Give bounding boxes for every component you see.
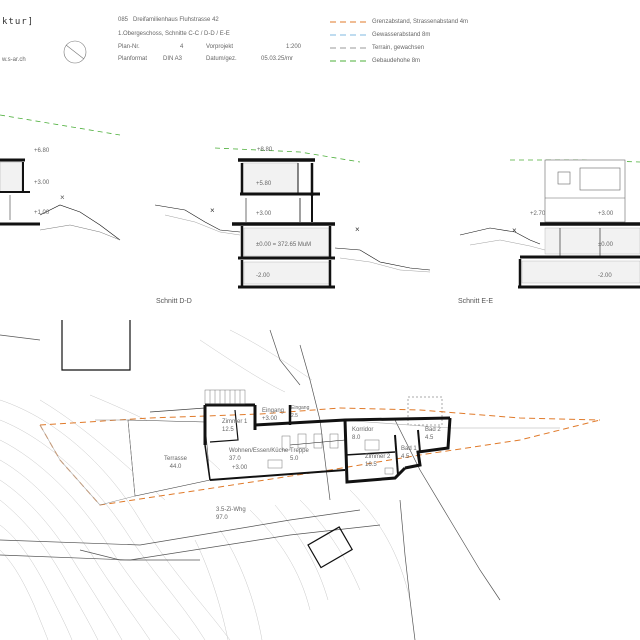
phase-label: Vorprojekt (206, 44, 234, 50)
project-number: 085 (118, 17, 129, 23)
floor-plan-walls (203, 403, 452, 484)
entrance-label: Eingang (262, 408, 285, 414)
legend-lines (330, 21, 370, 62)
neighbor-shed (307, 526, 353, 569)
project-title: Dreifamilienhaus Fluhstrasse 42 (133, 17, 219, 23)
format-value: DIN A3 (163, 56, 183, 62)
level-label: +3.00 (232, 465, 248, 471)
section-e-e: × (459, 159, 640, 289)
level-label: +1.00 (34, 210, 50, 216)
svg-text:×: × (512, 226, 517, 235)
format-label: Planformat (118, 56, 148, 62)
legend-label-boundary: Grenzabstand, Strassenabstand 4m (372, 19, 469, 25)
terrain-contours (0, 329, 411, 640)
legend-label-height: Gebaudehohe 8m (372, 58, 421, 64)
section-caption-e: Schnitt E-E (458, 298, 494, 305)
plan-nr-value: 4 (180, 44, 184, 50)
plan-nr-label: Plan-Nr. (118, 44, 140, 50)
level-label: -2.00 (256, 273, 270, 279)
level-label: +3.00 (598, 211, 614, 217)
level-label: +3.00 (34, 180, 50, 186)
level-label: +2.70 (530, 211, 546, 217)
level-label: +3.00 (256, 211, 272, 217)
level-label: ±0.00 = 372.65 MuM (256, 242, 312, 248)
level-label: ±0.00 (598, 242, 613, 248)
section-caption-d: Schnitt D-D (156, 298, 192, 305)
north-arrow-icon (63, 40, 87, 64)
office-name-fragment: ktur] (2, 17, 35, 27)
date-label: Datum/gez. (206, 56, 237, 62)
svg-text:×: × (60, 193, 65, 202)
legend-label-water: Gewasserabstand 8m (372, 32, 431, 38)
legend-label-terrain: Terrain, gewachsen (372, 45, 425, 51)
sheet-subtitle: 1.Obergeschoss, Schnitte C-C / D-D / E-E (118, 31, 230, 37)
svg-text:×: × (355, 225, 360, 234)
furniture (267, 433, 394, 475)
section-c-c: × (0, 158, 121, 241)
level-label: +6.80 (34, 148, 50, 154)
level-label: +5.80 (256, 181, 272, 187)
scale-value: 1:200 (286, 44, 302, 50)
stair (204, 389, 246, 405)
office-website-fragment: w.s-ar.ch (2, 57, 26, 63)
svg-text:×: × (210, 206, 215, 215)
level-label: +3.00 (262, 416, 278, 422)
existing-footprint (407, 396, 443, 426)
neighbor-building (61, 320, 131, 371)
level-label: -2.00 (598, 273, 612, 279)
level-label: +8.80 (257, 147, 273, 153)
section-d-d: × × (154, 158, 431, 289)
date-value: 05.03.25/mr (261, 56, 294, 62)
building-height-line (0, 114, 640, 163)
